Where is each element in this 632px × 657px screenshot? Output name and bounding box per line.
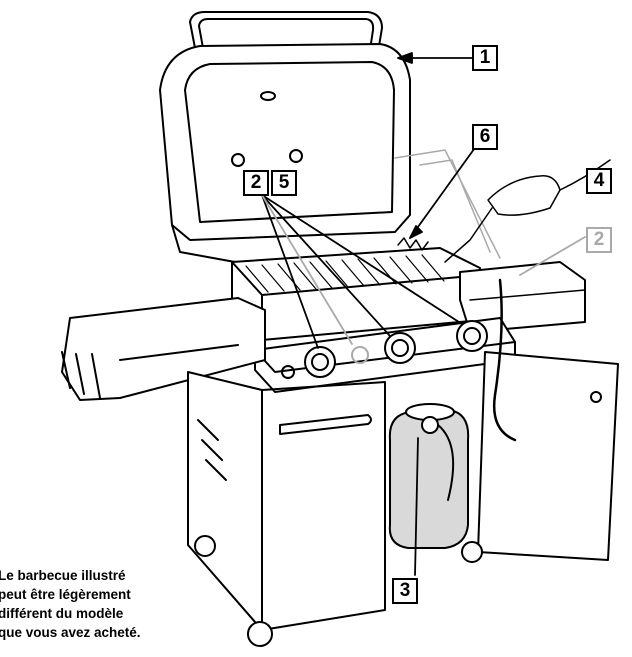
cooking-grates [245,254,445,293]
callout-leaders [261,52,586,576]
burner-igniter [397,237,429,251]
hand-igniter [444,159,611,263]
callout-2-burners: 2 [243,170,269,196]
gas-hose [492,278,517,442]
propane-tank [388,403,470,549]
caption-line-2: peut être légèrement [0,587,131,602]
disclaimer-caption: Le barbecue illustré peut être légèremen… [0,566,198,642]
callout-4-manual-lighting: 4 [586,168,612,194]
callout-5-burners: 5 [271,170,297,196]
lid-handle [189,11,383,53]
callout-1-lid: 1 [472,45,498,71]
callout-3-tank: 3 [392,578,418,604]
control-knobs [281,320,488,379]
grill-lid [159,43,411,263]
caption-line-3: différent du modèle [0,606,124,621]
cabinet [187,371,386,631]
callout-6-crossover: 6 [472,124,498,150]
right-side-table [459,261,586,333]
caption-line-1: Le barbecue illustré [0,568,126,583]
callout-2-side-burner: 2 [586,227,612,253]
cabinet-door [477,351,619,561]
wheels [194,535,483,647]
caption-line-4: que vous avez acheté. [0,625,141,640]
